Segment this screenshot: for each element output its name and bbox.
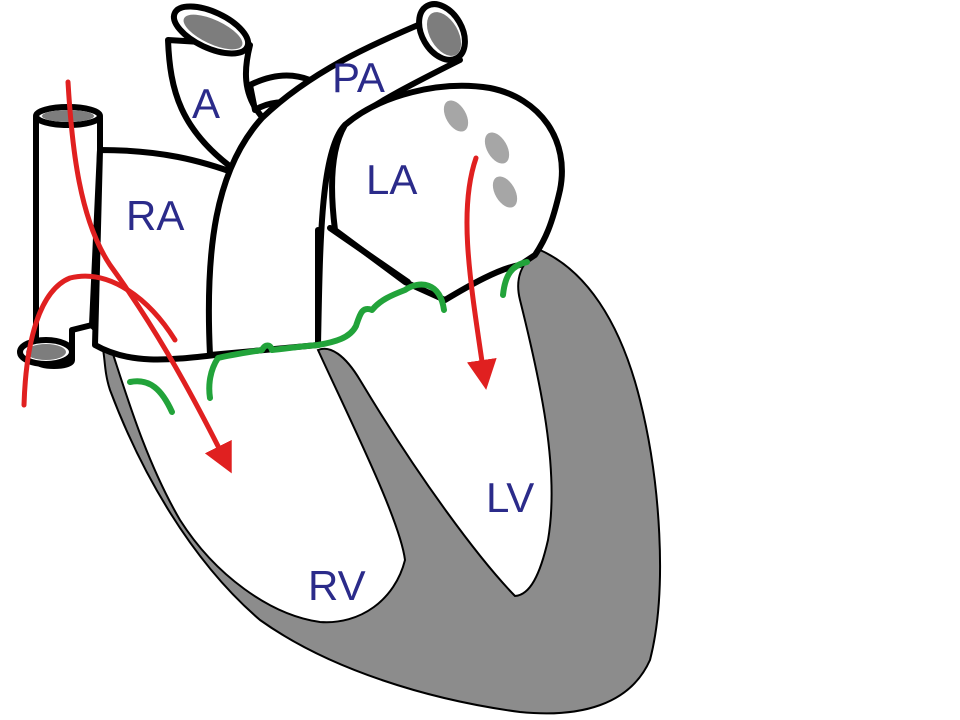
pulmonary-vein-3 [492, 176, 518, 208]
la-to-lv-flow-arrow [464, 155, 497, 390]
label-left-atrium: LA [366, 156, 417, 203]
pulmonary-valve [206, 342, 321, 401]
label-pulmonary-artery: PA [332, 54, 385, 101]
svc-flow-arrow [65, 79, 232, 474]
ivc-lumen [26, 344, 66, 360]
pulmonary-vein-1 [443, 100, 469, 132]
ivc-flow-arrow [21, 273, 178, 408]
septum-line [327, 225, 411, 285]
pulmonary-artery-lumen [426, 12, 462, 56]
label-aorta: A [192, 80, 220, 127]
mitral-valve [500, 259, 530, 298]
label-left-ventricle: LV [486, 474, 534, 521]
aorta-lumen [183, 14, 243, 50]
label-right-atrium: RA [126, 192, 184, 239]
pulmonary-vein-2 [484, 132, 510, 164]
label-right-ventricle: RV [308, 562, 366, 609]
tricuspid-valve [127, 378, 175, 415]
aortic-valve [315, 281, 447, 348]
ventricle-muscle-wall [84, 248, 661, 715]
vena-cava [33, 106, 103, 369]
left-atrium [329, 82, 565, 303]
